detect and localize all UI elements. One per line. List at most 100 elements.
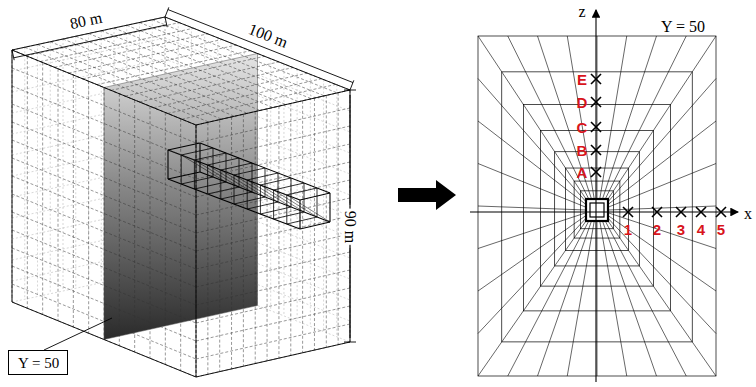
dimension-tick: [344, 90, 356, 91]
mesh-line: [54, 34, 207, 67]
point-label: B: [577, 143, 588, 158]
mesh-line: [278, 173, 279, 202]
block-edge: [165, 17, 350, 90]
mesh-radial: [597, 221, 598, 376]
mesh-line: [40, 28, 193, 61]
axis-label: z: [578, 4, 585, 20]
point-label: 5: [717, 222, 725, 237]
mesh-radial: [478, 164, 586, 208]
mesh-line: [140, 23, 325, 96]
mesh-line: [152, 20, 337, 93]
mesh-line: [111, 56, 265, 90]
point-cross: [591, 122, 601, 132]
point-cross: [591, 145, 601, 155]
mesh-radial: [608, 79, 716, 202]
mesh-radial: [567, 221, 594, 376]
mesh-radial: [567, 36, 594, 199]
mesh-line: [291, 178, 292, 207]
point-cross: [591, 97, 601, 107]
point-cross: [591, 167, 601, 177]
point-cross: [591, 74, 601, 84]
mesh-line: [196, 198, 350, 233]
mesh-line: [326, 95, 327, 347]
mesh-line: [181, 177, 213, 184]
mesh-line: [26, 23, 179, 56]
dimension-line: [168, 10, 353, 83]
point-label: 1: [624, 222, 632, 237]
mesh-line: [247, 180, 291, 207]
dimension-tick: [165, 7, 169, 17]
point-cross: [696, 207, 706, 217]
dimension-label: 80 m: [67, 9, 106, 32]
mesh-line: [150, 106, 151, 358]
z-axis: [595, 10, 596, 382]
mesh-line: [196, 306, 350, 341]
mesh-line: [58, 69, 59, 321]
mesh-line: [274, 212, 304, 219]
block-edge: [12, 50, 13, 302]
mesh-line: [260, 185, 261, 214]
mesh-line: [208, 165, 252, 192]
mesh-line: [196, 342, 350, 377]
point-cross: [676, 207, 686, 217]
mesh-line: [196, 108, 350, 143]
mesh-line: [196, 144, 350, 179]
point-label: E: [577, 72, 587, 87]
mesh-line: [154, 73, 308, 108]
mesh-radial: [605, 221, 686, 376]
mesh-line: [274, 190, 317, 217]
dimension-tick: [350, 80, 354, 90]
mesh-line: [196, 90, 350, 125]
mesh-line: [299, 200, 300, 229]
mesh-line: [300, 222, 330, 229]
mesh-line: [208, 158, 239, 165]
mesh-line: [196, 180, 350, 215]
point-label: 3: [677, 222, 685, 237]
mesh-line: [12, 122, 196, 197]
point-cross: [696, 207, 706, 217]
mesh-line: [199, 143, 200, 172]
mesh-line: [168, 79, 322, 114]
block-edge: [196, 125, 197, 377]
mesh-line: [287, 217, 317, 224]
mesh-radial: [597, 36, 598, 199]
mesh-line: [101, 31, 102, 283]
mesh-line: [234, 168, 265, 175]
mesh-line: [12, 302, 196, 377]
mesh-line: [89, 34, 274, 108]
mesh-line: [139, 68, 293, 102]
mesh-line: [196, 216, 350, 251]
mesh-line: [12, 50, 196, 125]
block-edge: [12, 50, 196, 125]
dimension-tick: [12, 50, 14, 60]
point-label: D: [577, 95, 588, 110]
mesh-line: [125, 62, 279, 96]
x-axis: [470, 211, 738, 212]
mesh-line: [221, 163, 252, 170]
mesh-line: [12, 212, 196, 287]
mesh-line: [76, 36, 260, 110]
mesh-line: [181, 148, 213, 155]
mesh-line: [300, 193, 330, 200]
mesh-radial: [478, 213, 586, 249]
point-cross: [623, 207, 633, 217]
mesh-radial: [603, 221, 657, 376]
point-label: 2: [653, 222, 661, 237]
mesh-radial: [600, 221, 627, 376]
mesh-radial: [608, 216, 716, 292]
block-edge: [196, 90, 350, 125]
mesh-line: [194, 182, 226, 189]
point-cross: [652, 207, 662, 217]
tunnel-lattice: [168, 143, 330, 229]
mesh-line: [265, 168, 266, 197]
dimension-tick: [165, 17, 167, 27]
point-cross: [676, 207, 686, 217]
mesh-line: [329, 193, 330, 222]
mesh-line: [196, 324, 350, 359]
mesh-line: [196, 234, 350, 269]
mesh-line: [12, 248, 196, 323]
section-label: Y = 50: [661, 19, 705, 35]
point-label: A: [577, 165, 588, 180]
point-cross: [591, 97, 601, 107]
